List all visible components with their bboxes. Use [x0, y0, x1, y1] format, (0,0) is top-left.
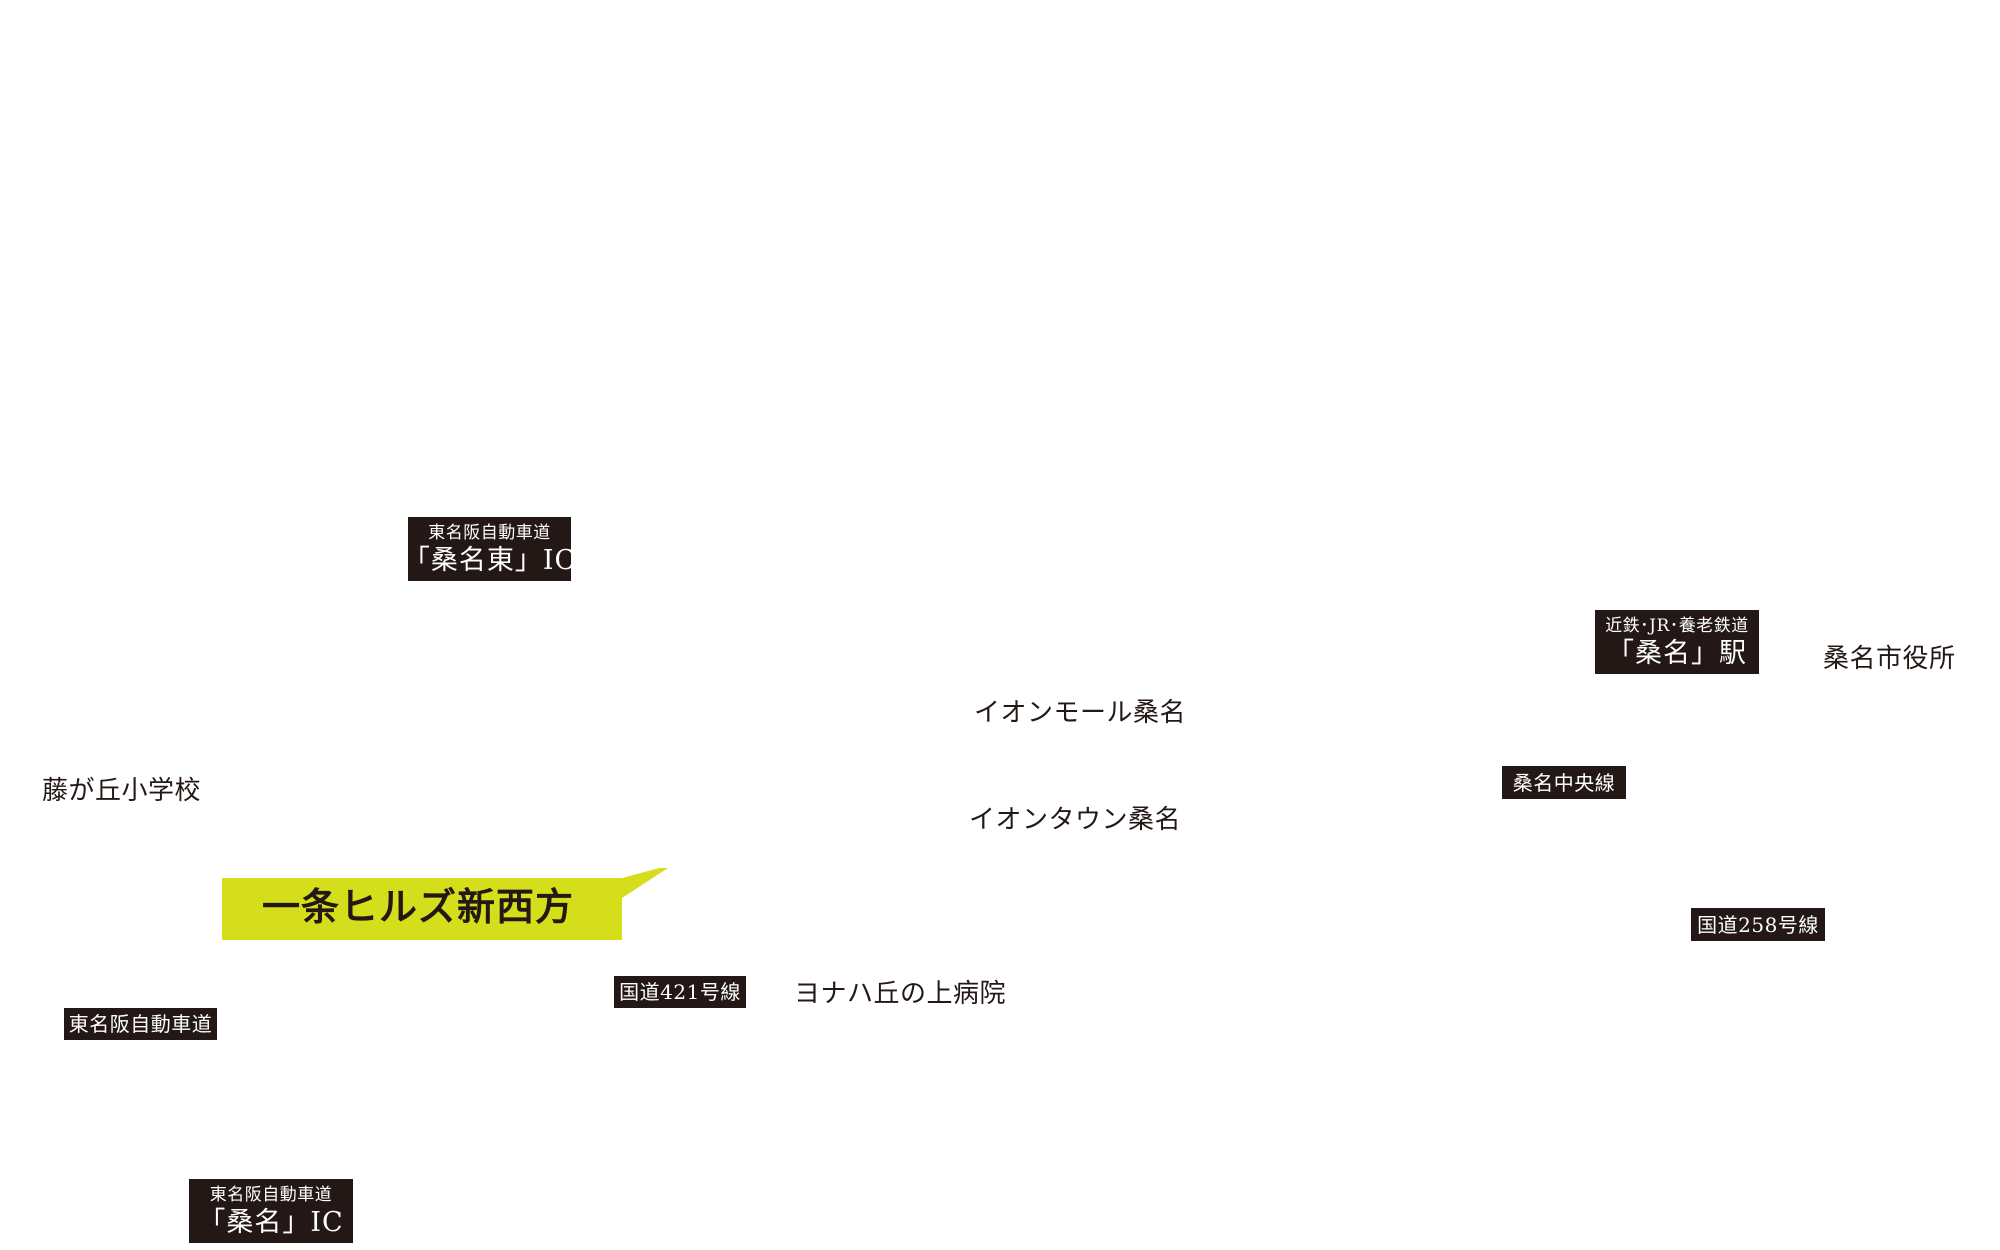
aeon-mall-label: イオンモール桑名	[974, 698, 1187, 728]
kuwana-station-name: 「桑名」駅	[1607, 637, 1747, 669]
school-label: 藤が丘小学校	[42, 776, 202, 806]
kuwana-higashi-ic-name: 「桑名東」IC	[402, 544, 577, 576]
kuwana-ic-name: 「桑名」IC	[198, 1206, 344, 1238]
kuwana-chuo-line-tag: 桑名中央線	[1502, 766, 1626, 799]
site-callout-fill	[222, 868, 668, 940]
city-hall-label: 桑名市役所	[1823, 644, 1956, 674]
aeon-town-label: イオンタウン桑名	[969, 805, 1182, 835]
kuwana-ic-line: 東名阪自動車道	[209, 1184, 333, 1205]
site-name: 一条ヒルズ新西方	[262, 884, 575, 929]
expressway-tag: 東名阪自動車道	[64, 1008, 217, 1040]
kuwana-ic-tag: 東名阪自動車道 「桑名」IC	[189, 1179, 353, 1243]
hospital-label: ヨナハ丘の上病院	[794, 979, 1007, 1009]
kuwana-station-tag: 近鉄･JR･養老鉄道 「桑名」駅	[1595, 610, 1759, 674]
route-258-tag: 国道258号線	[1691, 908, 1825, 941]
kuwana-station-lines: 近鉄･JR･養老鉄道	[1605, 615, 1749, 636]
site-callout-shape	[222, 868, 668, 940]
route-421-tag: 国道421号線	[614, 976, 746, 1008]
kuwana-higashi-ic-line: 東名阪自動車道	[428, 522, 551, 543]
kuwana-higashi-ic-tag: 東名阪自動車道 「桑名東」IC	[403, 517, 575, 581]
